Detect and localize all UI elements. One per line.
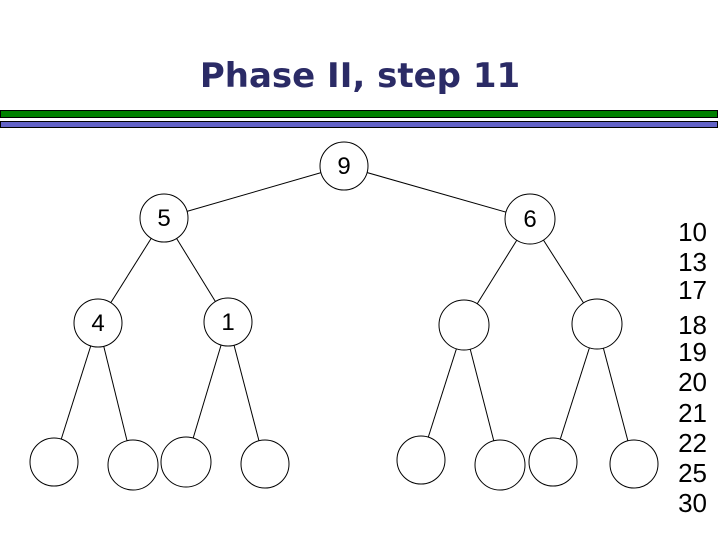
slide-title: Phase II, step 11 xyxy=(199,56,521,96)
tree-node-empty xyxy=(29,437,79,487)
tree-node-label: 9 xyxy=(337,153,350,180)
tree-edge-n9-n6 xyxy=(343,165,531,220)
tree-node-empty xyxy=(474,439,526,491)
tree-node-1 xyxy=(203,297,253,347)
tree-node-label: 1 xyxy=(221,309,234,336)
tree-node-empty xyxy=(107,439,159,491)
tree-node-empty xyxy=(396,435,446,485)
tree-node-4 xyxy=(73,298,123,348)
tree-node-empty xyxy=(609,439,659,489)
tree-node-empty xyxy=(571,298,623,350)
tree-node-5 xyxy=(139,193,189,243)
tree-node-6 xyxy=(504,193,556,245)
tree-node-label: 4 xyxy=(91,310,104,337)
tree-node-9 xyxy=(319,141,369,191)
divider-bar-purple xyxy=(0,121,718,128)
tree-node-empty xyxy=(160,436,212,488)
tree-node-label: 5 xyxy=(157,205,170,232)
tree-node-label: 6 xyxy=(523,206,536,233)
tree-edge-n9-n5 xyxy=(163,165,345,219)
divider-bar-green xyxy=(0,110,718,118)
tree-node-empty xyxy=(528,437,578,487)
tree-node-empty xyxy=(438,299,490,351)
tree-node-empty xyxy=(240,439,290,489)
